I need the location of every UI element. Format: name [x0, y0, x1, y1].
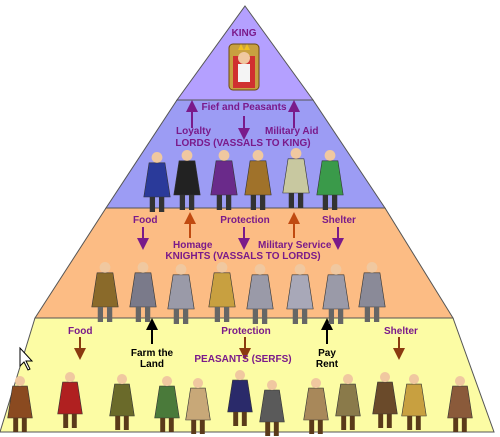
peasant-figure: [154, 376, 180, 432]
knight-figure: [208, 262, 236, 322]
knight-figure: [286, 264, 314, 324]
knight-figure: [91, 262, 119, 322]
peasant-figure: [185, 378, 211, 434]
peasants-title: PEASANTS (SERFS): [194, 354, 292, 365]
peasant-figure: [7, 376, 33, 432]
food-label-peasants: Food: [68, 326, 93, 337]
peasant-figure: [259, 380, 285, 436]
rent-label: Rent: [315, 359, 339, 370]
knight-figure: [358, 262, 386, 322]
shelter-label-peasants: Shelter: [384, 326, 418, 337]
peasant-figure: [401, 374, 427, 430]
lord-figure: [173, 150, 201, 210]
knight-figure: [167, 264, 195, 324]
lord-figure: [282, 148, 310, 208]
land-label: Land: [140, 359, 164, 370]
farm-the-label: Farm the: [130, 348, 174, 359]
food-label-knights: Food: [133, 215, 158, 226]
peasant-figure: [447, 376, 473, 432]
homage-label: Homage: [173, 240, 213, 251]
peasant-figure: [57, 372, 83, 428]
king-figure: [228, 43, 260, 91]
loyalty-label: Loyalty: [176, 126, 212, 137]
knight-figure: [246, 264, 274, 324]
military-aid-label: Military Aid: [265, 126, 319, 137]
peasant-figure: [227, 370, 253, 426]
peasant-figure: [372, 372, 398, 428]
lord-figure: [210, 150, 238, 210]
pay-label: Pay: [318, 348, 336, 359]
lord-figure: [316, 150, 344, 210]
king-title: KING: [231, 28, 257, 39]
protection-label-peasants: Protection: [221, 326, 271, 337]
protection-label-knights: Protection: [220, 215, 270, 226]
lord-figure: [143, 152, 171, 212]
lords-title: LORDS (VASSALS TO KING): [175, 138, 311, 149]
peasant-figure: [109, 374, 135, 430]
peasant-figure: [303, 378, 329, 434]
knight-figure: [322, 264, 350, 324]
peasant-figure: [335, 374, 361, 430]
knights-title: KNIGHTS (VASSALS TO LORDS): [165, 251, 321, 262]
shelter-label-knights: Shelter: [322, 215, 356, 226]
knight-figure: [129, 262, 157, 322]
fief-and-peasants-label: Fief and Peasants: [201, 102, 287, 113]
lord-figure: [244, 150, 272, 210]
military-service-label: Military Service: [258, 240, 332, 251]
mouse-cursor-icon: [19, 346, 34, 371]
